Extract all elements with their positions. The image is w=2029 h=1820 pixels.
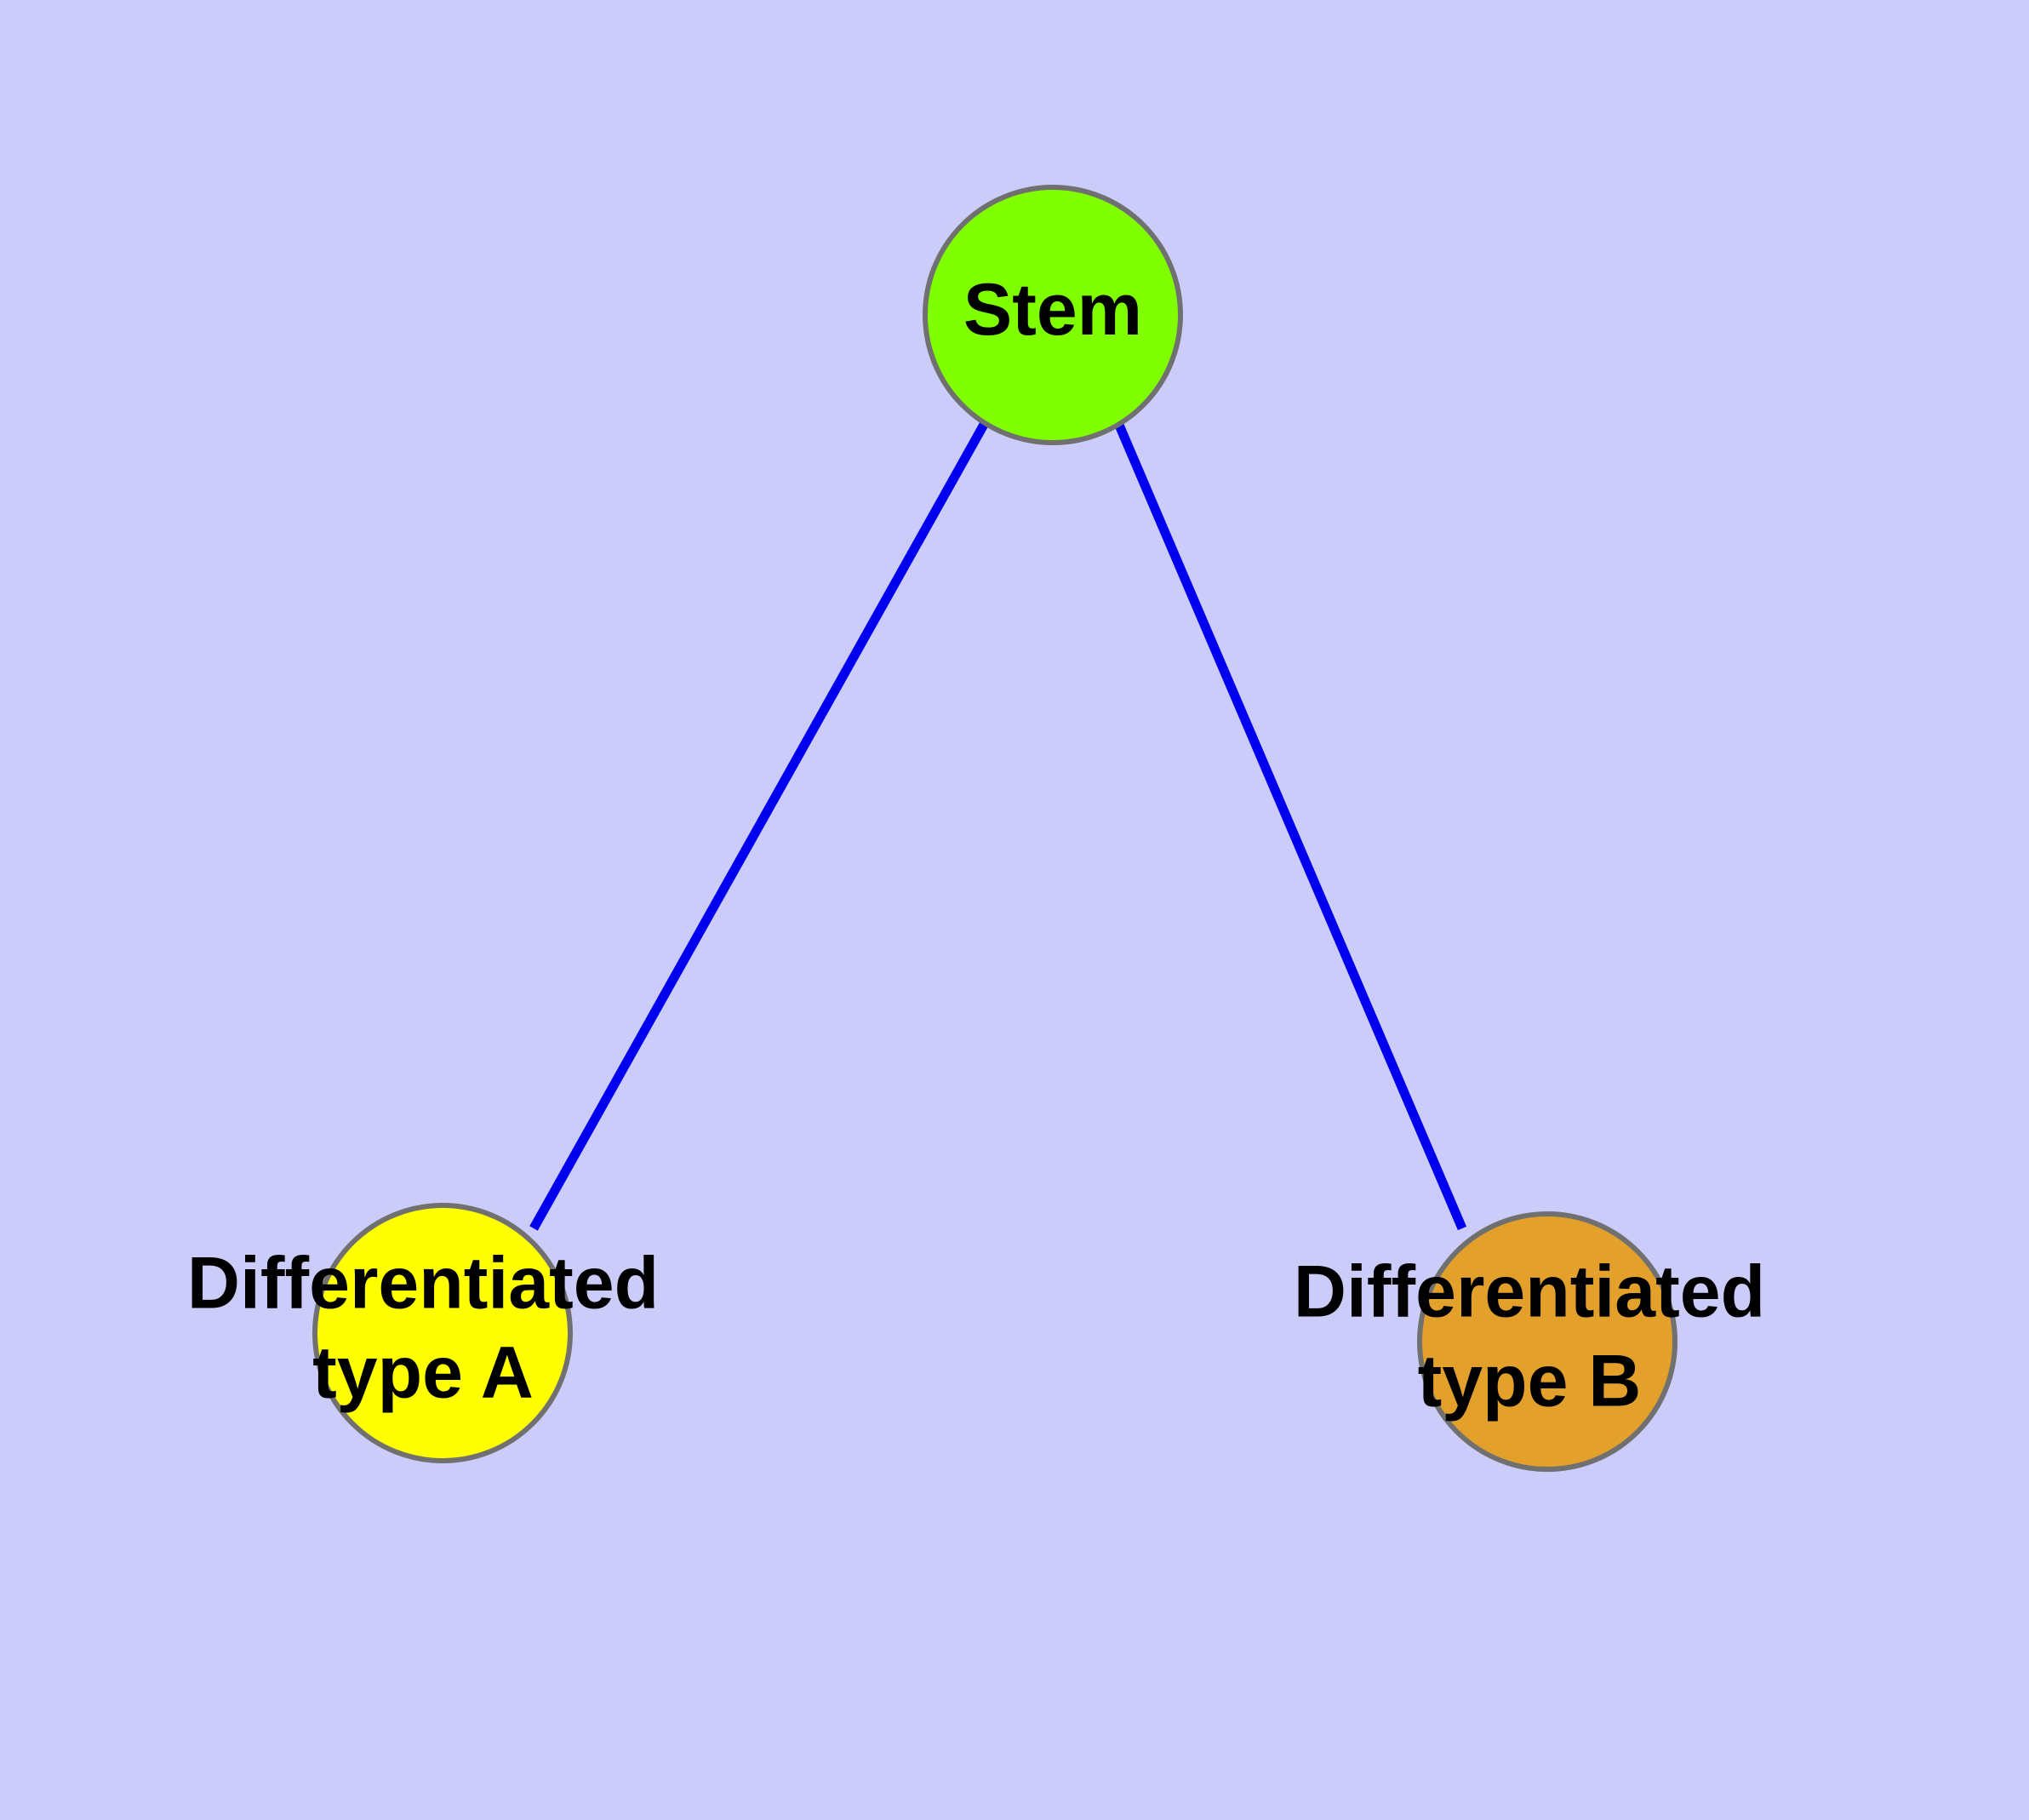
node-label-line: Stem [963,269,1142,351]
node-diff_b[interactable] [1417,1211,1677,1472]
edge-stem-diff_a[interactable] [529,421,989,1231]
node-label-stem: Stem [963,269,1142,351]
edges-layer [529,421,1467,1231]
node-label-line: Differentiated [1294,1251,1765,1332]
node-stem[interactable] [923,185,1183,445]
node-label-line: type B [1418,1340,1642,1422]
edge-stem-diff_b[interactable] [1113,421,1467,1231]
nodes-layer [312,185,1677,1472]
node-label-line: type A [312,1331,534,1413]
node-label-line: Differentiated [187,1242,659,1324]
node-diff_a[interactable] [312,1203,573,1463]
